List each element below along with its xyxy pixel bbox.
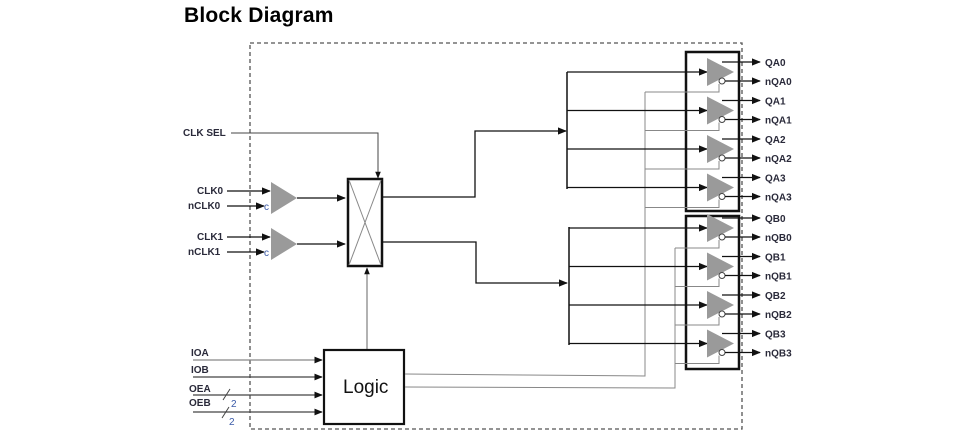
oeb-label: OEB <box>189 398 211 409</box>
bank-a-frame <box>684 50 741 213</box>
bank-b-enable-wire <box>675 355 720 364</box>
oea-bus-width: 2 <box>231 399 237 410</box>
clk0-label: CLK0 <box>197 186 224 197</box>
output-label-nqb1: nQB1 <box>765 272 792 283</box>
output-label-qb0: QB0 <box>765 214 786 225</box>
clk1-input-buffer-icon <box>271 228 297 260</box>
chip-boundary <box>249 42 743 430</box>
logic-oe-b-wire <box>404 248 676 389</box>
output-buffer-icon <box>707 291 734 319</box>
invert-bubble-icon <box>718 77 726 85</box>
bank-b-enable-wire <box>675 278 720 287</box>
clk0-input-buffer-icon <box>271 182 297 214</box>
iob-label: IOB <box>191 365 209 376</box>
nclk1-invert-icon: c <box>264 248 269 259</box>
ioa-label: IOA <box>191 348 209 359</box>
logic-block-label: Logic <box>343 377 388 398</box>
output-label-qa2: QA2 <box>765 135 786 146</box>
logic-block <box>322 348 406 426</box>
output-label-nqa1: nQA1 <box>765 116 792 127</box>
bank-a-enable-wire <box>645 122 720 131</box>
output-label-nqb2: nQB2 <box>765 310 792 321</box>
output-buffer-icon <box>707 329 734 358</box>
output-label-nqa2: nQA2 <box>765 154 792 165</box>
bank-b-enable-wire <box>675 240 720 249</box>
invert-bubble-icon <box>718 233 726 241</box>
mux-out-b-wire <box>382 241 568 287</box>
oeb-bus-width: 2 <box>229 417 235 428</box>
output-buffer-icon <box>707 173 734 202</box>
oea-bus-slash <box>222 388 231 401</box>
clk-sel-wire <box>231 132 381 179</box>
clock-mux <box>346 177 384 268</box>
output-buffer-icon <box>707 96 734 125</box>
logic-oe-a-wire <box>404 92 646 377</box>
output-buffer-icon <box>707 252 734 281</box>
output-label-nqb0: nQB0 <box>765 233 792 244</box>
output-label-nqa3: nQA3 <box>765 193 792 204</box>
output-label-qb2: QB2 <box>765 291 786 302</box>
bank-a-enable-wire <box>645 199 720 208</box>
invert-bubble-icon <box>718 272 726 279</box>
bank-a-enable-wire <box>645 161 720 170</box>
output-label-nqb3: nQB3 <box>765 349 792 360</box>
bank-b-frame <box>684 214 741 371</box>
nclk0-invert-icon: c <box>264 202 269 213</box>
invert-bubble-icon <box>718 349 726 356</box>
diagram-title: Block Diagram <box>184 4 334 27</box>
output-label-qa3: QA3 <box>765 174 786 185</box>
bank-a-enable-wire <box>645 84 720 93</box>
oeb-bus-slash <box>221 406 230 419</box>
output-label-qa0: QA0 <box>765 58 786 69</box>
nclk1-label: nCLK1 <box>188 247 221 258</box>
output-buffer-icon <box>707 58 734 86</box>
output-buffer-icon <box>707 135 734 163</box>
output-label-nqa0: nQA0 <box>765 77 792 88</box>
mux-out-a-wire <box>382 127 567 198</box>
clk1-label: CLK1 <box>197 232 224 243</box>
nclk0-label: nCLK0 <box>188 201 221 212</box>
oea-label: OEA <box>189 384 211 395</box>
output-label-qb1: QB1 <box>765 253 786 264</box>
clk-sel-label: CLK SEL <box>183 128 226 139</box>
invert-bubble-icon <box>718 116 726 123</box>
output-label-qb3: QB3 <box>765 330 786 341</box>
output-label-qa1: QA1 <box>765 97 786 108</box>
invert-bubble-icon <box>718 193 726 200</box>
bank-b-enable-wire <box>675 317 720 326</box>
invert-bubble-icon <box>718 310 726 318</box>
invert-bubble-icon <box>718 154 726 162</box>
output-buffer-icon <box>707 214 734 242</box>
